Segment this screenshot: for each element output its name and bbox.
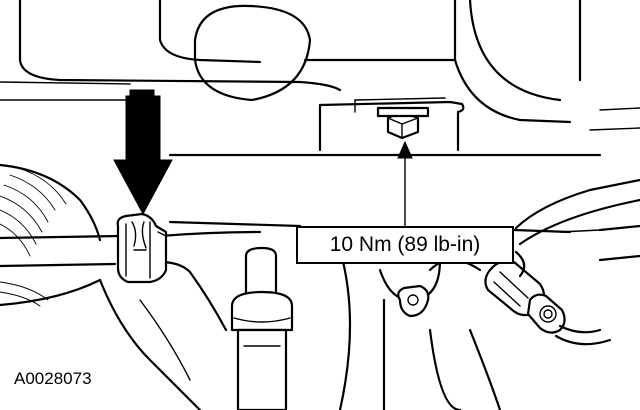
upper-housing-casting <box>0 0 582 124</box>
spring-lock-clip <box>116 212 168 284</box>
right-wiring <box>514 107 640 278</box>
fuel-rail <box>168 153 602 234</box>
left-hose-ribbed <box>0 163 102 307</box>
electrical-connector <box>484 259 612 346</box>
figure-id-label: A0028073 <box>14 369 92 388</box>
lower-body-lines <box>98 270 228 410</box>
direction-arrow-down <box>113 89 173 216</box>
mounting-bracket <box>318 97 465 152</box>
torque-callout-label: 10 Nm (89 lb-in) <box>329 233 481 256</box>
right-connector-assembly <box>338 248 502 410</box>
torque-callout-box: 10 Nm (89 lb-in) <box>296 226 514 264</box>
callout-leader <box>397 140 413 227</box>
injector <box>230 246 294 410</box>
bolt <box>376 106 430 140</box>
